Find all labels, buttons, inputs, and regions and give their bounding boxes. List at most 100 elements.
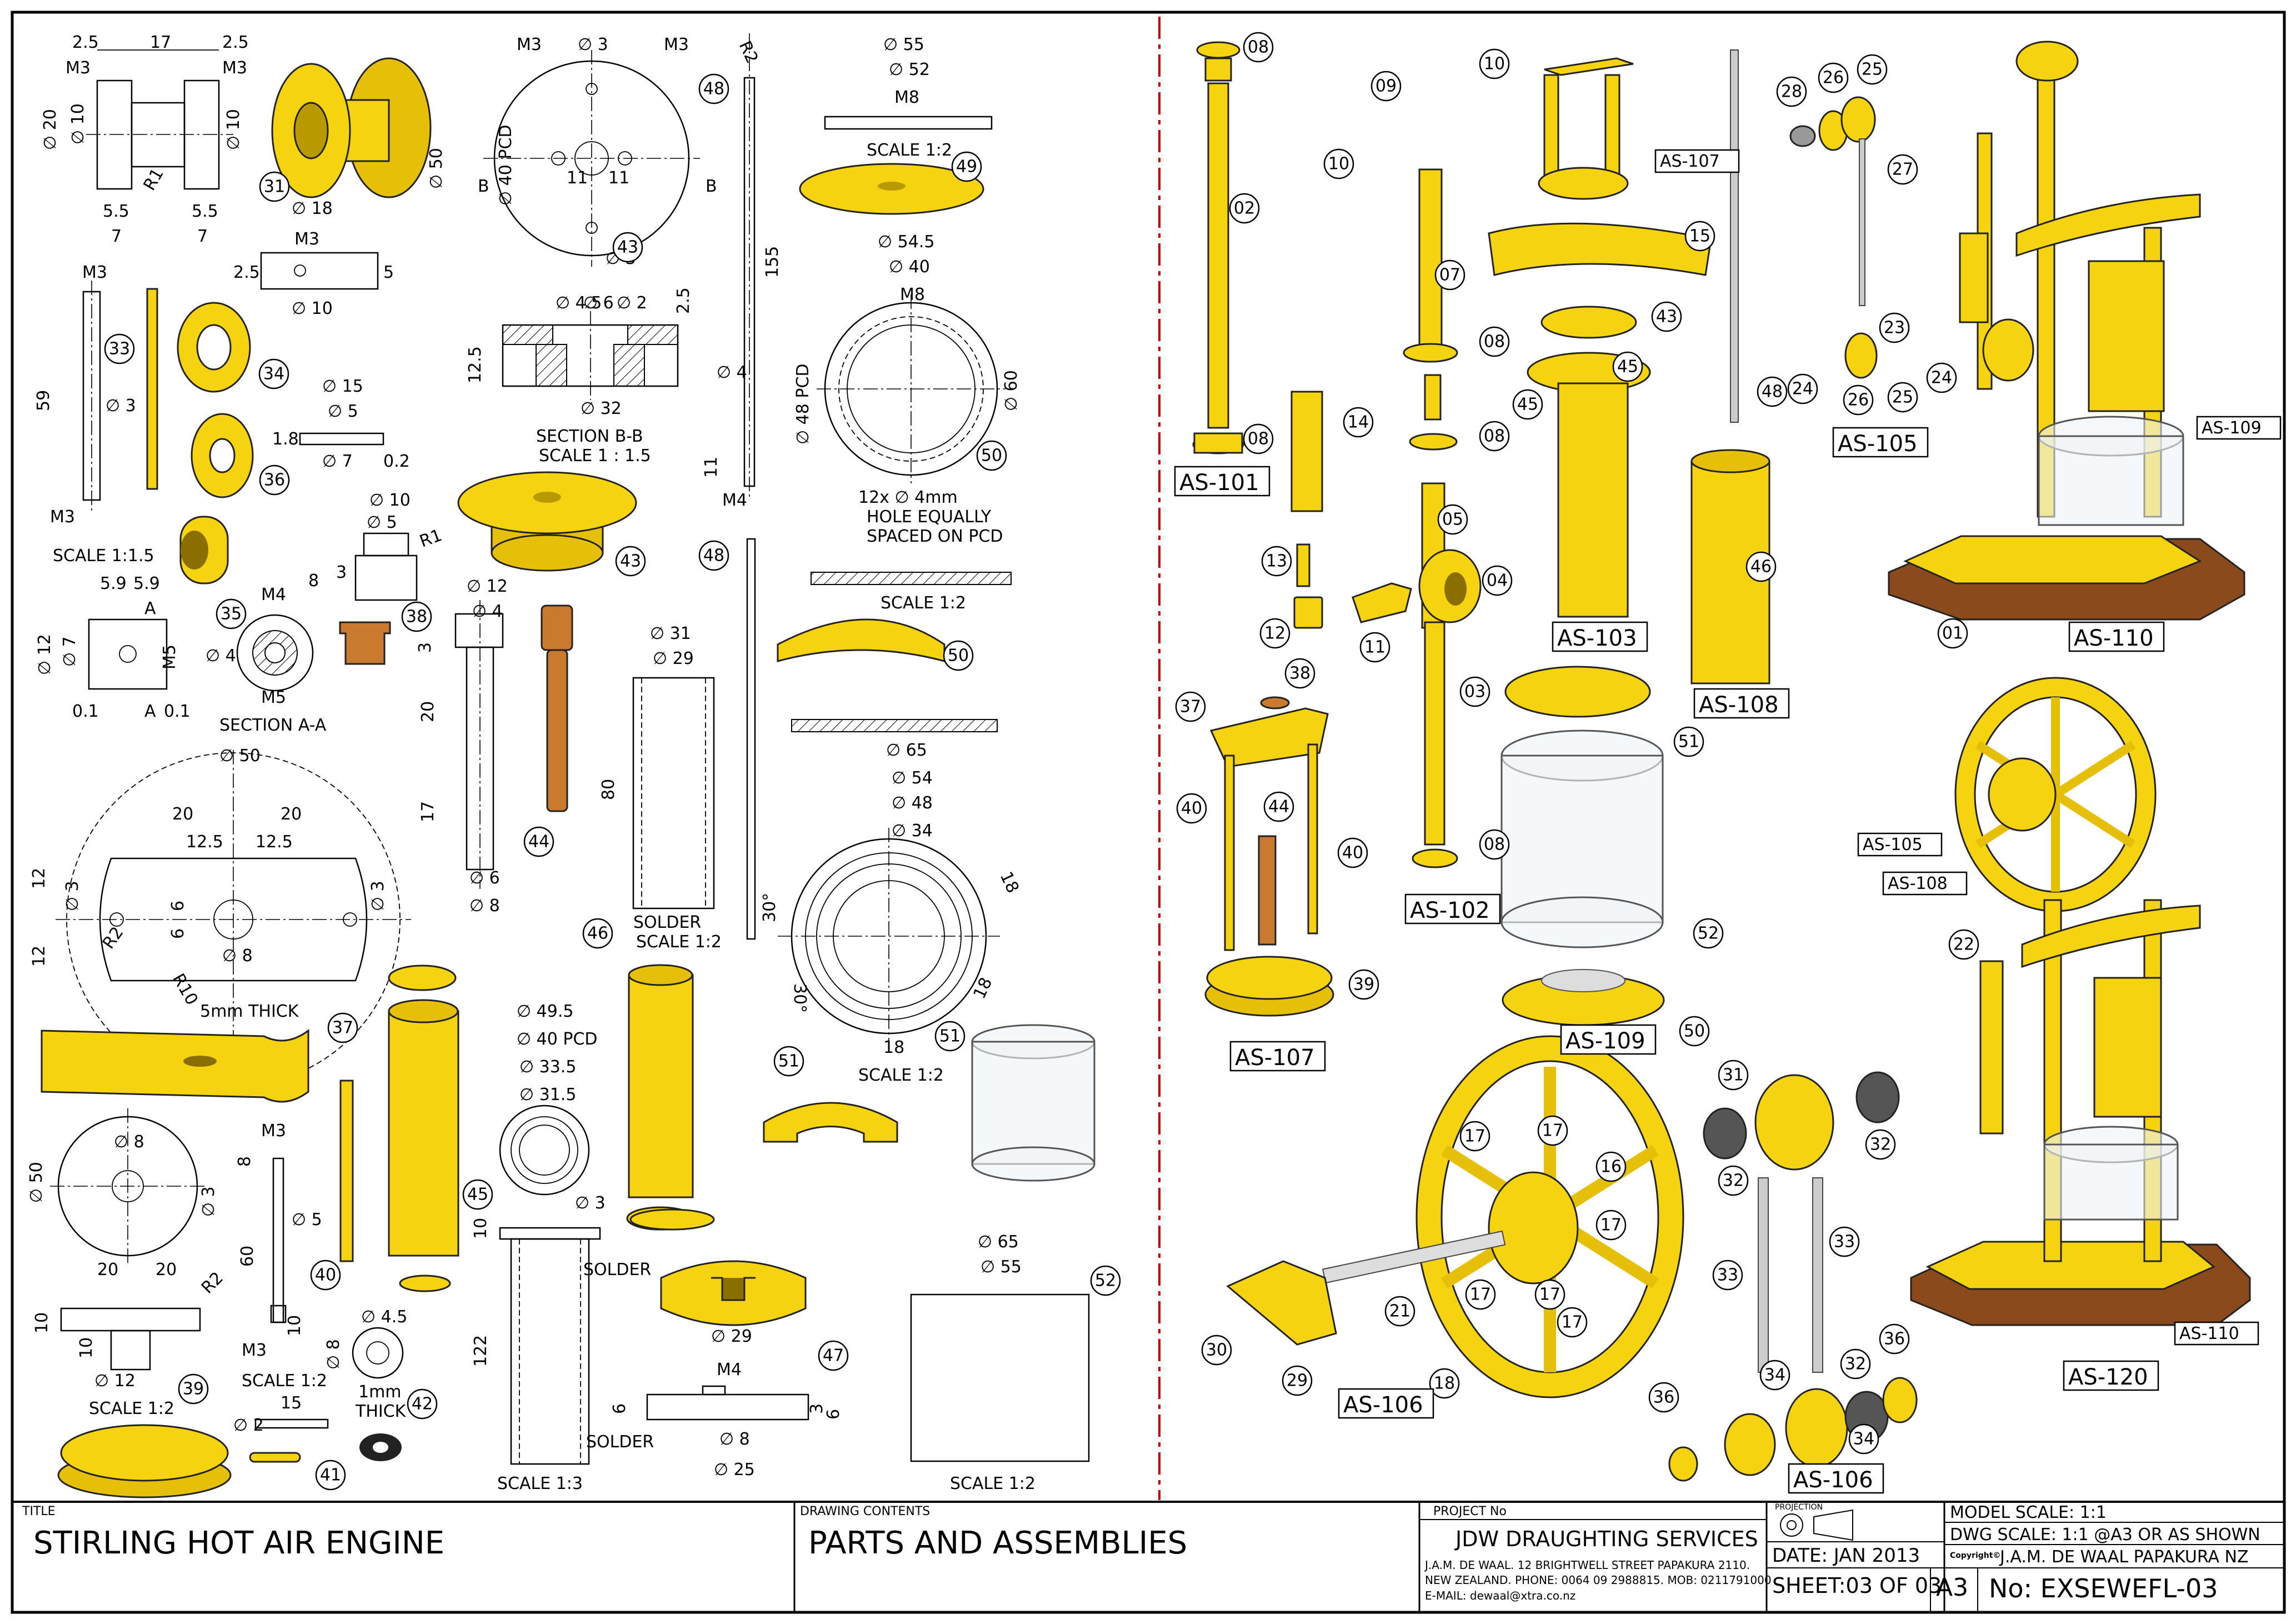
part-balloon: 16 [1595, 1151, 1627, 1182]
part-35-drawing: 5.9 5.9 A A ∅ 12 ∅ 7 M5 0.1 0.1 M4 M5 ∅ … [35, 574, 327, 735]
note-scale: SCALE 1:2 [881, 593, 966, 613]
part-37-drawing: ∅ 50 20 20 12.5 12.5 12 12 ∅ 3 ∅ 3 6 6 R… [29, 746, 411, 1089]
dim-label: 5.9 [133, 574, 160, 593]
svg-text:AS-106: AS-106 [1343, 1392, 1423, 1418]
dim-label: 20 [172, 804, 193, 824]
dim-label: B [478, 177, 489, 196]
part-balloon: 27 [1887, 154, 1918, 185]
dim-label: M3 [261, 1121, 286, 1141]
svg-text:AS-110: AS-110 [2179, 1324, 2239, 1343]
svg-text:45: 45 [467, 1185, 488, 1205]
dim-label: M3 [664, 35, 689, 54]
dim-label: 2.5 [233, 263, 260, 282]
part-51-render [763, 1102, 898, 1143]
dim-label: ∅ 12 [94, 1371, 136, 1391]
dim-label: 0.2 [383, 452, 410, 471]
svg-text:40: 40 [1342, 843, 1363, 863]
svg-text:22: 22 [1953, 935, 1974, 955]
part-36-drawing: ∅ 15 ∅ 5 ∅ 7 1.8 0.2 [272, 377, 410, 471]
note-thick: 5mm THICK [200, 1002, 299, 1021]
dim-label: ∅ 32 [581, 399, 622, 418]
part-49-drawing: ∅ 55 ∅ 52 M8 SCALE 1:2 [799, 35, 993, 215]
svg-text:23: 23 [1884, 318, 1905, 338]
assembly-as-109 [1500, 666, 1665, 1026]
part-balloon: 48 [1757, 376, 1788, 407]
part-44-drawing: ∅ 12 ∅ 4 20 17 3 ∅ 6 ∅ 8 [416, 577, 573, 916]
svg-text:33: 33 [1834, 1232, 1855, 1252]
part-balloon: 08 [1479, 829, 1510, 860]
part-balloon: 48 [698, 540, 729, 571]
part-balloon: 43 [1651, 301, 1682, 332]
dim-label: ∅ 55 [883, 35, 924, 54]
dim-label: 20 [156, 1260, 177, 1280]
assembly-as-105 [1789, 96, 1878, 379]
dim-label: ∅ 55 [981, 1257, 1022, 1277]
drawing-date: DATE: JAN 2013 [1772, 1545, 1920, 1567]
svg-text:24: 24 [1931, 368, 1952, 388]
dim-label: 12 [29, 946, 49, 967]
part-52-drawing: ∅ 65 ∅ 55 SCALE 1:2 [910, 1232, 1090, 1493]
part-balloon: 12 [1259, 618, 1290, 649]
dim-label: 2.5 [72, 33, 99, 52]
part-balloon: 29 [1282, 1365, 1313, 1396]
note-holes: SPACED ON PCD [867, 527, 1003, 546]
dim-label: M3 [50, 507, 75, 527]
dim-label: ∅ 3 [63, 881, 82, 911]
svg-text:40: 40 [1181, 799, 1202, 818]
svg-text:07: 07 [1439, 266, 1460, 285]
svg-text:AS-103: AS-103 [1557, 626, 1637, 651]
dim-label: M3 [294, 229, 319, 249]
part-balloon: 24 [1926, 362, 1957, 393]
assembly-label: AS-105 [1832, 427, 1929, 458]
svg-text:34: 34 [263, 364, 284, 384]
dim-label: ∅ 48 [892, 793, 933, 813]
svg-text:25: 25 [1892, 388, 1913, 407]
svg-text:52: 52 [1698, 924, 1719, 943]
dim-label: ∅ 29 [711, 1327, 752, 1346]
assembly-as-120 [1910, 677, 2251, 1326]
address-line: J.A.M. DE WAAL. 12 BRIGHTWELL STREET PAP… [1425, 1558, 1750, 1572]
dim-label: ∅ 6 [583, 293, 614, 313]
dim-label: ∅ 33.5 [519, 1057, 576, 1077]
dim-label: 3 [336, 563, 347, 582]
part-45-render [388, 965, 459, 1292]
copyright-owner: J.A.M. DE WAAL PAPAKURA NZ [2000, 1547, 2249, 1567]
part-balloon: 39 [1348, 969, 1379, 1000]
part-balloon: 32 [1865, 1129, 1896, 1160]
dim-label: 2.5 [674, 287, 693, 314]
dim-label: 12.5 [256, 832, 293, 852]
part-38-drawing: ∅ 10 ∅ 5 R1 3 8 [308, 491, 444, 665]
dim-label: 6 [824, 1409, 843, 1420]
svg-text:32: 32 [1845, 1355, 1866, 1374]
svg-text:45: 45 [1617, 357, 1638, 377]
assembly-label: AS-120 [2063, 1360, 2159, 1391]
dim-label: 5.9 [100, 574, 127, 593]
svg-text:AS-101: AS-101 [1179, 470, 1259, 496]
part-34-render [177, 302, 251, 393]
part-balloon: 34 [1759, 1360, 1790, 1391]
part-46-render [626, 964, 695, 1231]
svg-text:26: 26 [1823, 68, 1844, 88]
svg-text:AS-105: AS-105 [1863, 835, 1923, 855]
assembly-label: AS-106 [1338, 1388, 1434, 1419]
part-balloon: 40 [1337, 837, 1368, 868]
dim-label: ∅ 5 [367, 513, 397, 532]
drawing-number: No: EXSEWEFL-03 [1989, 1573, 2218, 1603]
part-balloon: 04 [1482, 565, 1513, 596]
part-50-drawing: ∅ 54.5 ∅ 40 M8 ∅ 48 PCD ∅ 60 12x ∅ 4mm H… [777, 232, 1021, 732]
svg-text:48: 48 [1762, 382, 1783, 402]
svg-text:17: 17 [1542, 1121, 1563, 1141]
svg-text:05: 05 [1442, 510, 1463, 529]
svg-text:50: 50 [981, 446, 1002, 466]
part-balloon: 38 [401, 601, 432, 632]
svg-text:33: 33 [1717, 1266, 1738, 1285]
part-balloon: 38 [1284, 658, 1315, 689]
assembly-as-110 [1888, 41, 2245, 621]
svg-text:09: 09 [1375, 77, 1397, 96]
svg-text:32: 32 [1870, 1135, 1891, 1155]
part-balloon: 52 [1693, 918, 1724, 949]
part-balloon: 50 [943, 640, 974, 671]
note-thick: 1mm [358, 1382, 402, 1402]
model-scale: MODEL SCALE: 1:1 [1950, 1503, 2107, 1522]
part-balloon: 50 [976, 440, 1007, 471]
